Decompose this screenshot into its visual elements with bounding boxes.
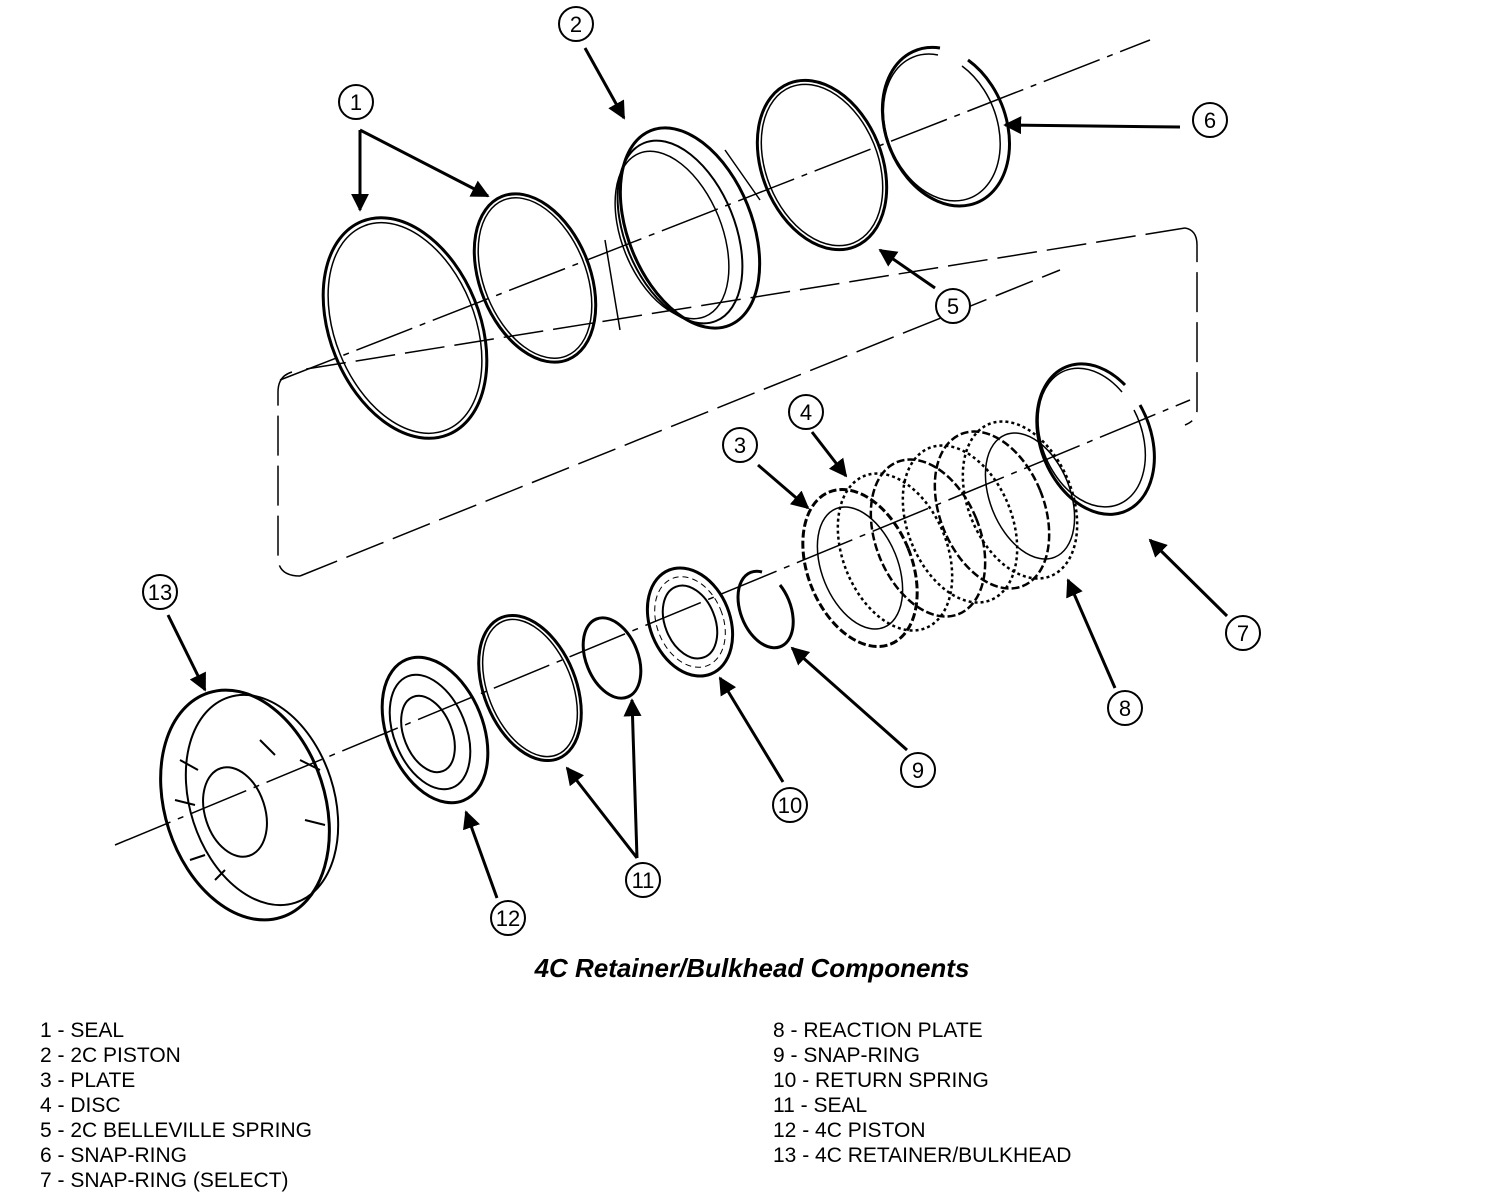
center-axis-lines — [114, 39, 1191, 846]
callout-1: 1 — [338, 84, 374, 120]
leader-arrows — [166, 47, 1229, 899]
part-seal-1-large — [321, 216, 489, 440]
part-clutch-pack — [801, 420, 1079, 648]
part-seal-1-small — [472, 192, 598, 364]
part-2c-piston — [604, 126, 762, 331]
callout-13: 13 — [142, 574, 178, 610]
svg-text:9: 9 — [912, 758, 924, 783]
part-4c-retainer-bulkhead — [159, 688, 340, 922]
part-return-spring — [645, 566, 735, 678]
svg-text:6: 6 — [1204, 108, 1216, 133]
legend-item: 5 - 2C BELLEVILLE SPRING — [40, 1119, 312, 1142]
svg-text:2: 2 — [570, 12, 582, 37]
callout-5: 5 — [935, 288, 971, 324]
legend-item: 12 - 4C PISTON — [773, 1119, 926, 1142]
svg-text:10: 10 — [778, 793, 802, 818]
part-4c-piston — [380, 655, 490, 805]
svg-text:1: 1 — [350, 90, 362, 115]
legend-item: 8 - REACTION PLATE — [773, 1019, 983, 1042]
callout-11: 11 — [625, 862, 661, 898]
legend-item: 6 - SNAP-RING — [40, 1144, 188, 1167]
callout-6: 6 — [1192, 102, 1228, 138]
svg-text:3: 3 — [734, 433, 746, 458]
part-snap-ring-9 — [736, 569, 795, 650]
callout-8: 8 — [1107, 690, 1143, 726]
svg-text:13: 13 — [148, 580, 172, 605]
svg-text:11: 11 — [632, 868, 655, 893]
legend-item: 7 - SNAP-RING (SELECT) — [40, 1169, 289, 1192]
svg-text:5: 5 — [947, 294, 959, 319]
part-2c-belleville-spring — [755, 78, 889, 252]
legend-left: 1 - SEAL 2 - 2C PISTON 3 - PLATE 4 - DIS… — [40, 1018, 312, 1193]
part-snap-ring-select-7 — [1035, 362, 1156, 516]
legend-item: 13 - 4C RETAINER/BULKHEAD — [773, 1144, 1072, 1167]
callout-3: 3 — [722, 427, 758, 463]
callout-12: 12 — [490, 900, 526, 936]
svg-text:4: 4 — [800, 400, 812, 425]
callout-9: 9 — [900, 752, 936, 788]
callout-10: 10 — [772, 787, 808, 823]
callout-2: 2 — [558, 6, 594, 42]
legend-item: 9 - SNAP-RING — [773, 1044, 921, 1067]
part-snap-ring-6 — [880, 45, 1011, 208]
legend-item: 3 - PLATE — [40, 1069, 136, 1092]
callout-4: 4 — [788, 394, 824, 430]
part-seal-11-small — [581, 616, 643, 700]
legend-item: 4 - DISC — [40, 1094, 121, 1117]
figure-caption: 4C Retainer/Bulkhead Components — [534, 953, 970, 983]
svg-text:8: 8 — [1119, 696, 1131, 721]
part-seal-11-large — [477, 613, 583, 763]
callouts: 1 2 3 4 5 6 7 8 9 10 11 12 13 — [142, 6, 1261, 936]
legend-right: 8 - REACTION PLATE 9 - SNAP-RING 10 - RE… — [773, 1018, 1071, 1168]
legend-item: 2 - 2C PISTON — [40, 1044, 181, 1067]
legend-item: 1 - SEAL — [40, 1019, 125, 1042]
svg-text:12: 12 — [496, 906, 520, 931]
legend-item: 10 - RETURN SPRING — [773, 1069, 989, 1092]
callout-7: 7 — [1225, 615, 1261, 651]
svg-text:7: 7 — [1237, 621, 1249, 646]
exploded-parts-diagram: 1 2 3 4 5 6 7 8 9 10 11 12 13 — [114, 6, 1261, 936]
legend-item: 11 - SEAL — [773, 1094, 868, 1117]
assembly-bracket — [277, 227, 1198, 577]
